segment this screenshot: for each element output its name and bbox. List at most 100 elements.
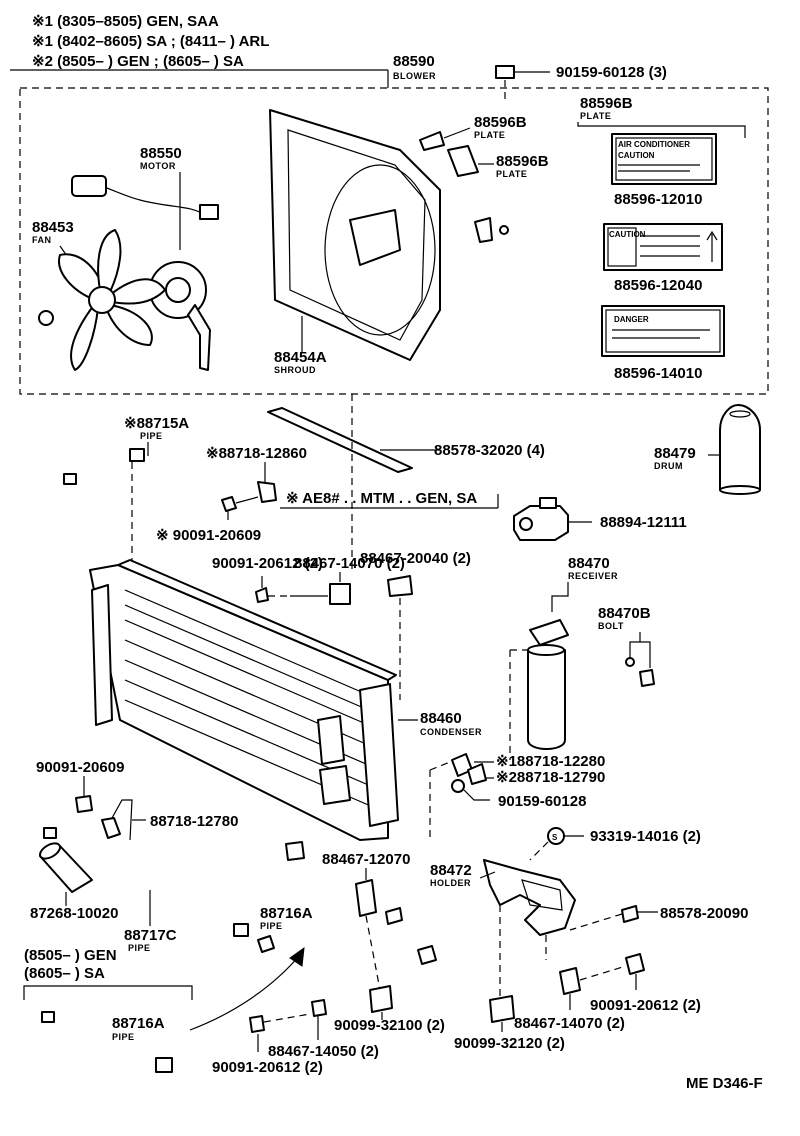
clamp-icon	[467, 763, 487, 785]
pipe-e-caption: PIPE	[112, 1032, 135, 1042]
clamp-icon	[101, 817, 121, 839]
plate-danger-text: DANGER	[614, 315, 649, 324]
insulator: 87268-10020	[30, 842, 118, 922]
screw-head-icon	[495, 65, 515, 79]
screw-top-label: 90159-60128 (3)	[556, 64, 667, 81]
receiver-body-icon	[527, 649, 566, 750]
pipe-c: 88717C PIPE	[43, 827, 249, 953]
cushion-icon	[387, 575, 413, 597]
motor-connector-icon	[71, 175, 107, 197]
plate-icon	[447, 145, 479, 177]
bolt-c-label: 90091-20609	[36, 759, 124, 776]
bolt-b-label: 90091-20612 (2)	[212, 555, 323, 572]
plate-1-caption: PLATE	[474, 130, 505, 140]
plate-caution-icon	[603, 223, 723, 271]
plate-caution-text: CAUTION	[609, 230, 646, 239]
motor-part-number: 88550	[140, 145, 182, 162]
fan-part-number: 88453	[32, 219, 74, 236]
shroud-part-number: 88454A	[274, 349, 327, 366]
pipe-a-caption: PIPE	[140, 431, 163, 441]
seal-strip-label: 88578-32020 (4)	[434, 442, 545, 459]
blower-caption: BLOWER	[393, 71, 436, 81]
seal-b: 88578-20090	[569, 905, 748, 931]
plate-3-part-number: 88596B	[580, 95, 633, 112]
clamp-a: ※88718-12860 ※ 90091-20609 ※ AE8# . . MT…	[156, 445, 499, 544]
pipe-a: ※88715A PIPE	[63, 415, 189, 565]
pipe-fitting-icon	[129, 448, 145, 462]
plate-1-part-number: 88596B	[474, 114, 527, 131]
bolt-icon	[625, 953, 645, 975]
shroud-screw-icon	[499, 225, 509, 235]
bolt-clamp-left: 90091-20609 88718-12780	[36, 759, 238, 841]
cushion-icon	[311, 999, 327, 1017]
seal-icon	[621, 905, 639, 923]
pipe-fitting-icon	[385, 907, 403, 925]
receiver: 88470 RECEIVER 88470B BOLT	[509, 555, 655, 760]
shroud-clip-icon	[474, 217, 493, 243]
nut-s-label: 93319-14016 (2)	[590, 828, 701, 845]
cushion-f-label: 90099-32120 (2)	[454, 1035, 565, 1052]
clamp-a-label: ※88718-12860	[206, 445, 307, 462]
fan: 88453 FAN	[32, 219, 166, 371]
plate-danger-icon	[601, 305, 725, 357]
plate-aircon-text: AIR CONDITIONER	[618, 140, 690, 149]
screw-icon	[451, 779, 465, 793]
pipe-a-part-number: ※88715A	[124, 415, 189, 432]
motor-bracket-icon	[187, 304, 211, 371]
receiver-caption: RECEIVER	[568, 571, 618, 581]
pipe-fitting-icon	[43, 827, 57, 839]
pipe-fitting-icon	[417, 945, 437, 965]
drum-caption: DRUM	[654, 461, 683, 471]
plate-b-part-number: 88596-12040	[614, 277, 702, 294]
condenser-right-tank-icon	[359, 683, 399, 827]
pipe-fitting-icon	[155, 1057, 173, 1073]
plate-2-part-number: 88596B	[496, 153, 549, 170]
condenser: 88460 CONDENSER	[89, 559, 482, 841]
valve: 88894-12111	[513, 497, 687, 541]
pipe-fitting-icon	[41, 1011, 55, 1023]
plate-icon	[419, 131, 445, 151]
receiver-bolt-caption: BOLT	[598, 621, 624, 631]
shroud-caption: SHROUD	[274, 365, 316, 375]
cushion-icon	[559, 967, 581, 995]
valve-label: 88894-12111	[600, 514, 687, 531]
cushion-icon	[489, 995, 515, 1023]
fan-blade-icon	[97, 229, 122, 293]
arrow-icon	[289, 946, 305, 967]
blower-assembly-box	[19, 87, 769, 395]
screw-top: 90159-60128 (3)	[495, 64, 667, 102]
fan-caption: FAN	[32, 235, 52, 245]
cushion-b-label: 88467-20040 (2)	[360, 550, 471, 567]
bolt-d-label: 90091-20612 (2)	[212, 1059, 323, 1076]
receiver-head-icon	[529, 619, 569, 646]
blower-label: 88590 BLOWER	[393, 53, 436, 81]
bolt-cushions-upper: 90091-20612 (2) 88467-14070 (2) 88467-20…	[212, 550, 471, 700]
fan-hub-icon	[88, 286, 116, 314]
clamps-right: ※188718-12280 ※288718-12790 90159-60128	[429, 753, 605, 840]
plate-aircon-icon	[611, 133, 717, 185]
condenser-part-number: 88460	[420, 710, 462, 727]
variant-note-2: (8605– ) SA	[24, 965, 105, 982]
cushion-a-label: 88467-14070 (2)	[294, 555, 405, 572]
plate-a-part-number: 88596-12010	[614, 191, 702, 208]
cushion-icon	[369, 985, 393, 1013]
cushion-g-label: 88467-14070 (2)	[514, 1015, 625, 1032]
pipe-fitting-icon	[63, 473, 77, 485]
bolt-a-label: ※ 90091-20609	[156, 527, 261, 544]
variant-pipe: (8505– ) GEN (8605– ) SA 88716A PIPE	[23, 946, 305, 1073]
plate-set: 88596B PLATE AIR CONDITIONER CAUTION 885…	[577, 95, 746, 382]
receiver-part-number: 88470	[568, 555, 610, 572]
receiver-bolt-part-number: 88470B	[598, 605, 651, 622]
variant-note-1: (8505– ) GEN	[24, 947, 117, 964]
cushion-c: 88467-12070	[322, 851, 410, 991]
cushion-c-label: 88467-12070	[322, 851, 410, 868]
bolt-icon	[75, 795, 93, 813]
seal-strip-icon	[267, 407, 413, 473]
pipe-d: 88716A PIPE	[257, 841, 437, 965]
cushion-icon	[329, 583, 351, 605]
drum-part-number: 88479	[654, 445, 696, 462]
plate-2-caption: PLATE	[496, 169, 527, 179]
drum: 88479 DRUM	[654, 404, 761, 495]
holder: S 93319-14016 (2) 88472 HOLDER	[430, 827, 701, 1000]
cushion-icon	[355, 879, 377, 917]
